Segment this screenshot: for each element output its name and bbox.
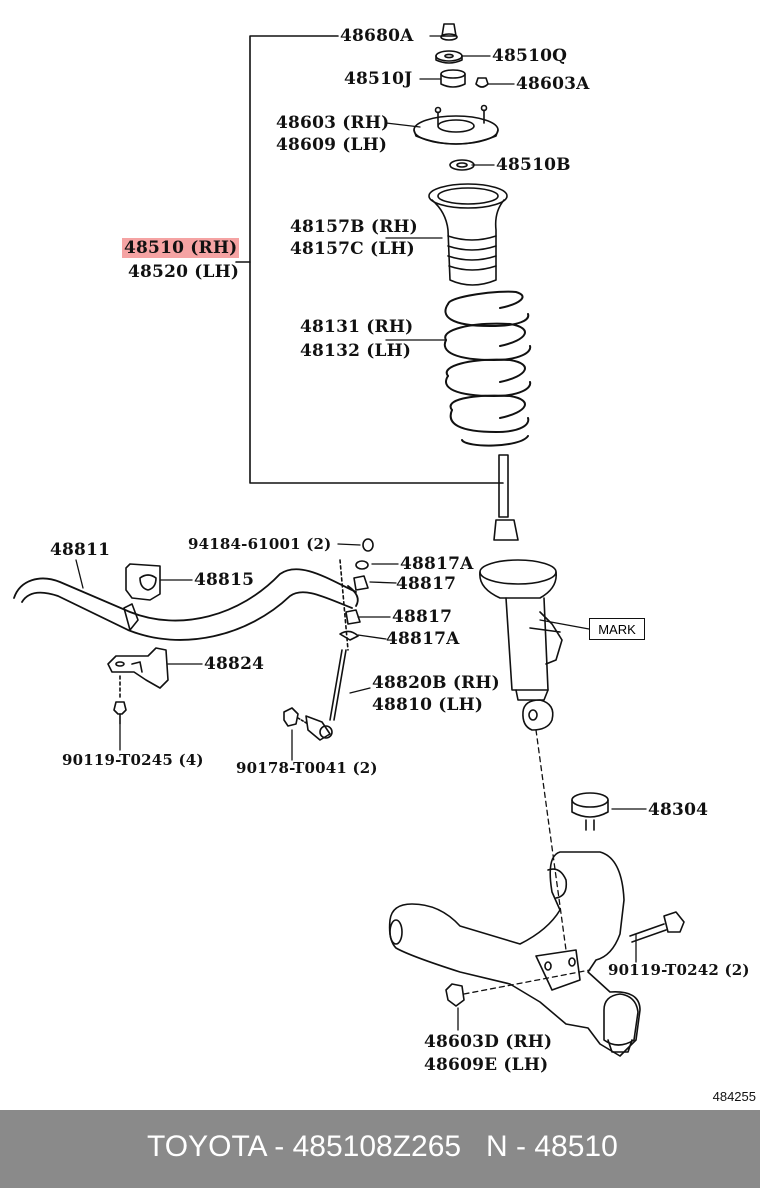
label-48131: 48131 (RH) (300, 317, 414, 337)
nut-48603a (475, 77, 489, 88)
stabilizer-link-48820b (305, 538, 374, 741)
assembly-bracket (235, 35, 504, 484)
nut-48680a (440, 23, 458, 41)
bushing-48510j (440, 69, 466, 88)
label-48603a: 48603A (516, 74, 590, 94)
label-48609e: 48609E (LH) (424, 1055, 549, 1075)
label-48817a-top: 48817A (400, 554, 474, 574)
label-48609-lh: 48609 (LH) (276, 135, 388, 155)
dashed-guides (463, 729, 591, 995)
label-90119-t0242: 90119-T0242 (2) (608, 961, 750, 979)
mark-callout: MARK (589, 618, 645, 640)
label-48510-rh[interactable]: 48510 (RH) (122, 238, 240, 258)
shock-absorber (479, 454, 563, 731)
nut-48603d (445, 983, 465, 1007)
bushing-48815 (123, 563, 161, 631)
nut-90178-t0041 (283, 707, 309, 727)
label-94184-61001: 94184-61001 (2) (188, 535, 332, 553)
leader-lines (75, 35, 647, 1031)
label-48820b: 48820B (RH) (372, 673, 500, 693)
label-90178-t0041: 90178-T0041 (2) (236, 759, 378, 777)
label-48817a-bottom: 48817A (386, 629, 460, 649)
bolt-90119-t0242 (629, 911, 685, 943)
label-48815: 48815 (194, 570, 255, 590)
stabilizer-bar-48811 (13, 568, 359, 641)
lower-arm (388, 851, 641, 1057)
label-48817-top: 48817 (396, 574, 457, 594)
label-48304: 48304 (648, 800, 709, 820)
label-48157c: 48157C (LH) (290, 239, 415, 259)
footer-brand-part-number: TOYOTA - 485108Z265 (147, 1130, 462, 1163)
label-48520-lh: 48520 (LH) (128, 262, 240, 282)
label-90119-t0245: 90119-T0245 (4) (62, 751, 204, 769)
label-48603-rh: 48603 (RH) (276, 113, 390, 133)
label-48157b: 48157B (RH) (290, 217, 418, 237)
label-48510b: 48510B (496, 155, 571, 175)
seat-48510b (449, 159, 475, 171)
footer-catalog-number: N - 48510 (486, 1130, 618, 1163)
label-48810: 48810 (LH) (372, 695, 484, 715)
label-48680a: 48680A (340, 26, 414, 46)
footer-bar: TOYOTA - 485108Z265 N - 48510 (0, 1110, 760, 1188)
support-48603 (413, 104, 499, 145)
label-48811: 48811 (50, 540, 111, 560)
label-48603d: 48603D (RH) (424, 1032, 553, 1052)
label-48824: 48824 (204, 654, 265, 674)
highlighted-part-number: 48510 (RH) (122, 238, 240, 258)
washer-48510q (435, 50, 463, 64)
label-48817-bottom: 48817 (392, 607, 453, 627)
bracket-48824 (107, 647, 169, 689)
parts-diagram (13, 23, 685, 1057)
diagram-reference-number: 484255 (712, 1089, 756, 1104)
label-48510q: 48510Q (492, 46, 568, 66)
label-48510j: 48510J (344, 69, 413, 89)
label-48132: 48132 (LH) (300, 341, 412, 361)
bushing-48304 (571, 792, 609, 831)
coil-spring-48131 (443, 290, 532, 447)
boot-48157 (428, 183, 508, 286)
bolt-90119-t0245 (113, 675, 127, 725)
